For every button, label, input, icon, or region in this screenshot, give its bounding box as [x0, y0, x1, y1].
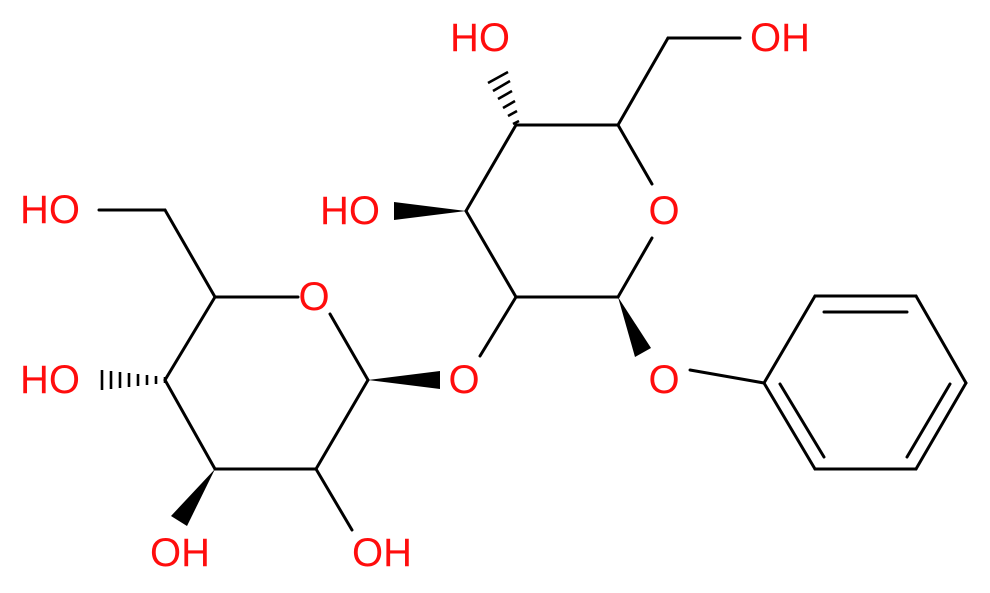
hydroxyl-label: OH [150, 531, 210, 575]
hash-bond [487, 70, 520, 126]
hydroxyl-label: HO [20, 188, 80, 232]
wedge-bond [171, 469, 215, 526]
bond [314, 378, 370, 471]
phenoxy-oxygen-label: O [648, 358, 679, 402]
hydroxyl-label: HO [450, 16, 510, 60]
ring-a [97, 208, 370, 532]
bond [328, 312, 370, 382]
glycosidic-oxygen-label: O [448, 358, 479, 402]
bond [163, 295, 217, 382]
hash-bond [100, 370, 167, 390]
benzene-ring [762, 294, 968, 471]
bond [688, 368, 766, 385]
hydroxyl-label: HO [20, 358, 80, 402]
wedge-bond [618, 297, 651, 357]
hydroxyl-label: OH [352, 531, 412, 575]
hydroxyl-label: OH [750, 16, 810, 60]
bond [464, 123, 518, 213]
bond [616, 123, 654, 186]
ring-oxygen-label: O [648, 189, 679, 233]
wedge-bond [394, 202, 466, 220]
bond [478, 295, 518, 358]
ring-b [464, 36, 742, 299]
bond [314, 467, 354, 532]
hydroxyl-label: HO [320, 189, 380, 233]
bond [616, 236, 654, 299]
bond [464, 209, 518, 299]
bond [616, 36, 670, 127]
ring-oxygen-label: O [298, 275, 329, 319]
bond [163, 378, 217, 471]
atom-labels: O O O O HO HO OH OH HO HO OH [20, 16, 810, 575]
wedge-bond [368, 371, 440, 389]
bond [163, 208, 217, 299]
